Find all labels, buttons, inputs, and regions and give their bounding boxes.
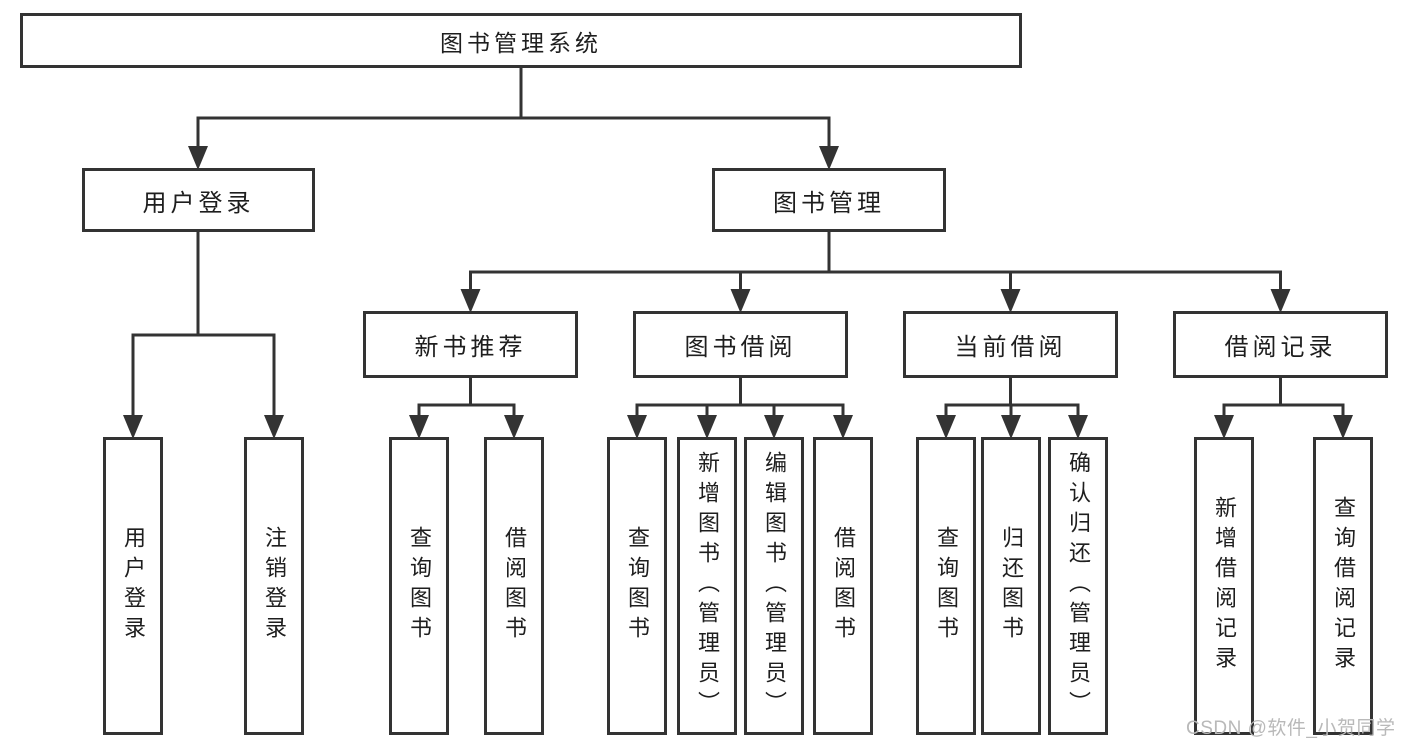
leaf-logout: 注销登录: [244, 437, 304, 735]
leaf-return-book: 归还图书: [981, 437, 1041, 735]
leaf-user-login: 用户登录: [103, 437, 163, 735]
leaf-add-borrow-record: 新增借阅记录: [1194, 437, 1254, 735]
arrowheads: [123, 146, 1353, 439]
leaf-query-borrow-record: 查询借阅记录: [1313, 437, 1373, 735]
node-root-system: 图书管理系统: [20, 13, 1022, 68]
node-user-login: 用户登录: [82, 168, 315, 232]
node-book-management: 图书管理: [712, 168, 946, 232]
leaf-add-book-admin: 新增图书（管理员）: [677, 437, 737, 735]
node-current-borrow: 当前借阅: [903, 311, 1118, 378]
node-new-book-recommend: 新书推荐: [363, 311, 578, 378]
leaf-query-books-borrow: 查询图书: [607, 437, 667, 735]
node-book-borrow: 图书借阅: [633, 311, 848, 378]
leaf-confirm-return-admin: 确认归还（管理员）: [1048, 437, 1108, 735]
leaf-borrow-books-recommend: 借阅图书: [484, 437, 544, 735]
csdn-watermark: CSDN @软件_小贺同学: [1186, 718, 1396, 739]
leaf-query-books-recommend: 查询图书: [389, 437, 449, 735]
node-borrow-records: 借阅记录: [1173, 311, 1388, 378]
leaf-edit-book-admin: 编辑图书（管理员）: [744, 437, 804, 735]
leaf-borrow-books: 借阅图书: [813, 437, 873, 735]
leaf-query-books-current: 查询图书: [916, 437, 976, 735]
